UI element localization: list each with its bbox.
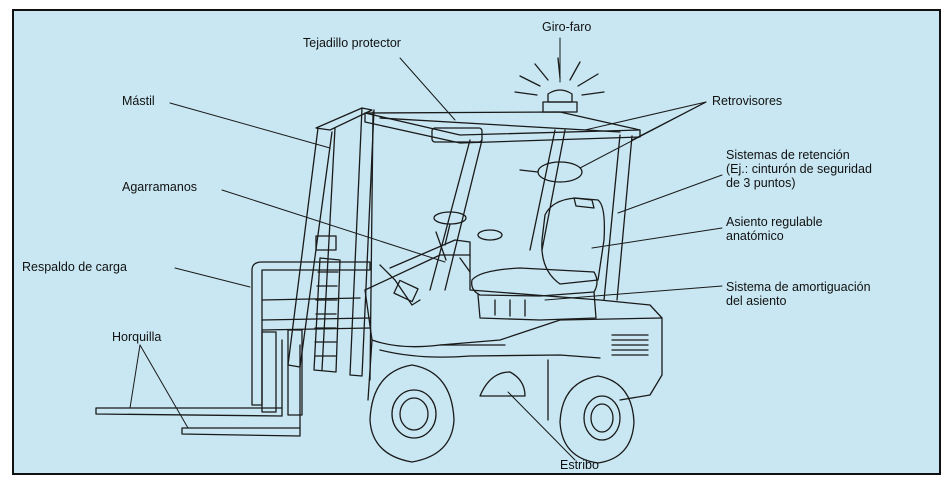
roof-post-rear [604, 135, 620, 300]
side-mirror [538, 162, 582, 182]
label-respaldo-de-carga: Respaldo de carga [22, 260, 127, 274]
seat [472, 198, 605, 320]
rear-wheel [560, 376, 634, 463]
label-asiento-line2: anatómico [726, 229, 784, 243]
label-retencion-line3: de 3 puntos) [726, 176, 796, 190]
beacon-light [548, 90, 572, 102]
label-mastil: Mástil [122, 94, 155, 108]
label-asiento-line1: Asiento regulable [726, 215, 823, 229]
label-estribo: Estribo [560, 458, 599, 472]
label-retencion-line2: (Ej.: cinturón de seguridad [726, 162, 872, 176]
mast [288, 108, 374, 380]
label-retencion-line1: Sistemas de retención [726, 148, 850, 162]
beacon-base [543, 102, 577, 112]
leader-lines [130, 38, 722, 460]
label-amortiguacion-line1: Sistema de amortiguación [726, 280, 871, 294]
front-wheel [370, 365, 454, 462]
label-amortiguacion-line2: del asiento [726, 294, 786, 308]
label-agarramanos: Agarramanos [122, 180, 197, 194]
label-horquilla: Horquilla [112, 330, 161, 344]
label-retrovisores: Retrovisores [712, 94, 782, 108]
step [480, 372, 525, 396]
chassis [365, 255, 662, 420]
forks [96, 340, 300, 436]
label-tejadillo-protector: Tejadillo protector [303, 36, 401, 50]
label-giro-faro: Giro-faro [542, 20, 591, 34]
